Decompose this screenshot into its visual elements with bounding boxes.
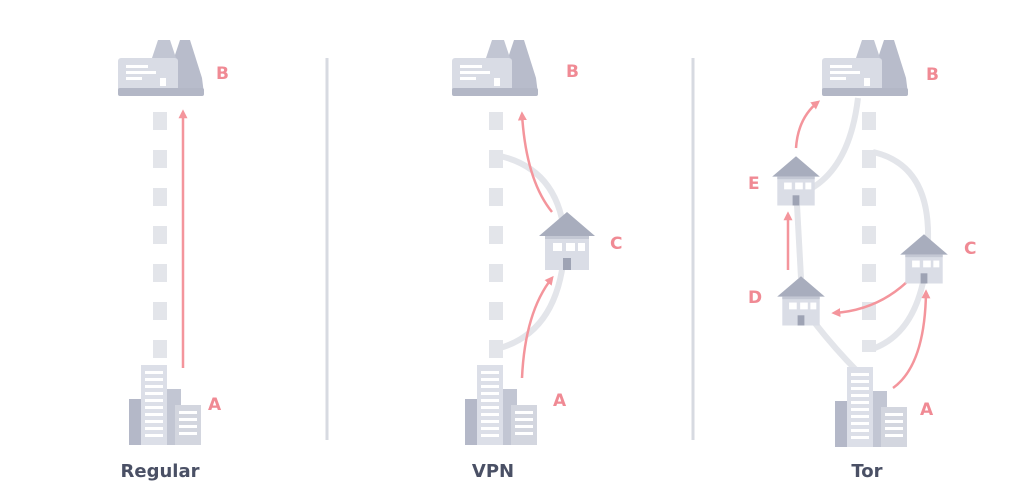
- label-e: E: [748, 174, 760, 194]
- panel-title-vpn: VPN: [472, 461, 514, 482]
- arrow-a-to-c: [520, 275, 554, 379]
- office-building-icon: [465, 365, 537, 445]
- label-c: C: [610, 234, 622, 254]
- server-icon: [452, 40, 538, 96]
- house-icon: [772, 156, 820, 206]
- label-a: A: [920, 400, 934, 420]
- label-c: C: [964, 239, 976, 259]
- arrow-e-to-b: [794, 100, 821, 149]
- panel-title-regular: Regular: [121, 461, 200, 482]
- panel-title-tor: Tor: [851, 461, 882, 482]
- label-a: A: [208, 395, 222, 415]
- server-icon: [822, 40, 908, 96]
- panel-vpn: B C A VPN: [452, 40, 622, 482]
- house-icon: [777, 276, 825, 326]
- server-icon: [118, 40, 204, 96]
- label-b: B: [566, 62, 579, 82]
- label-b: B: [216, 64, 229, 84]
- house-icon: [539, 212, 595, 270]
- relay-path-e-d: [794, 204, 804, 279]
- label-d: D: [748, 288, 762, 308]
- office-building-icon: [129, 365, 201, 445]
- panel-regular: B A Regular: [118, 40, 229, 482]
- relay-path-d-a: [811, 320, 861, 375]
- house-icon: [900, 234, 948, 284]
- relay-path-b-e: [810, 97, 861, 191]
- office-building-icon: [835, 367, 907, 447]
- arrow-c-to-b: [517, 111, 553, 213]
- label-a: A: [553, 391, 567, 411]
- label-b: B: [926, 65, 939, 85]
- arrow-a-to-c: [892, 289, 931, 390]
- panel-tor: B E C D A Tor: [748, 40, 976, 482]
